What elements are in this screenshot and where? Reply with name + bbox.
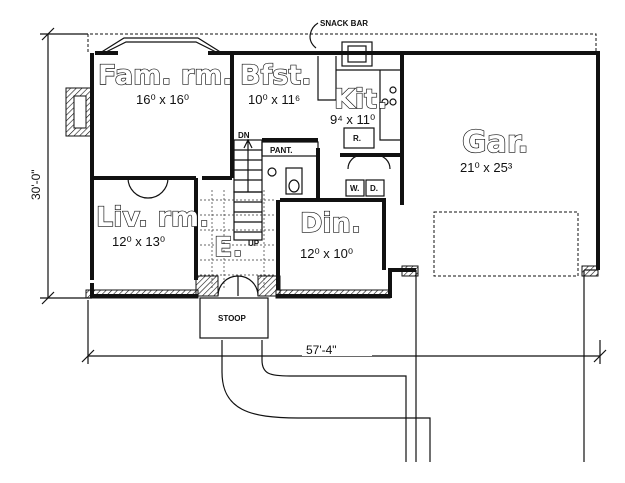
garage-door (433, 211, 579, 277)
breakfast-name: Bfst. (240, 60, 312, 91)
entry-tiles (200, 190, 276, 290)
stair-down-label: DN (238, 131, 250, 140)
walkways (221, 280, 585, 462)
room-labels: Fam. rm. 16⁰ x 16⁰ Bfst. 10⁰ x 11⁶ Kit. … (95, 59, 529, 263)
interior-walls (92, 53, 402, 290)
kitchen-size: 9⁴ x 11⁰ (330, 112, 375, 127)
living-room-size: 12⁰ x 13⁰ (112, 234, 165, 249)
garage-name: Gar. (462, 125, 529, 160)
width-label: 57'-4" (306, 343, 337, 357)
powder-room (285, 167, 303, 195)
kitchen-name: Kit. (334, 84, 387, 115)
depth-label: 30'-0" (29, 169, 43, 200)
living-room-name: Liv. rm. (96, 202, 209, 233)
width-dimension: 57'-4" (81, 300, 607, 364)
entry-name: E. (214, 232, 243, 263)
stoop-label: STOOP (218, 314, 247, 323)
roof-outline (87, 33, 597, 52)
snack-bar-label: SNACK BAR (320, 19, 368, 28)
laundry: W. D. (345, 154, 391, 197)
pantry-label: PANT. (270, 146, 293, 155)
stair-up-label: UP (248, 239, 260, 248)
refrigerator (343, 127, 375, 149)
washer-label: W. (350, 184, 359, 193)
depth-dimension: 30'-0" (29, 27, 92, 305)
kitchen-counters: R. (336, 41, 402, 149)
breakfast-size: 10⁰ x 11⁶ (248, 92, 300, 107)
snack-bar: SNACK BAR (309, 19, 368, 101)
dining-size: 12⁰ x 10⁰ (300, 246, 353, 261)
dining-name: Din. (300, 208, 361, 239)
family-room-name: Fam. rm. (98, 60, 233, 91)
pantry: PANT. (261, 141, 319, 195)
family-room-size: 16⁰ x 16⁰ (136, 92, 189, 107)
garage-size: 21⁰ x 25³ (460, 160, 513, 175)
refrigerator-label: R. (353, 134, 361, 143)
front-door (195, 275, 281, 297)
stairs: DN UP (233, 131, 263, 248)
wall-hatching (85, 265, 599, 299)
stoop: STOOP (199, 297, 269, 339)
dryer-label: D. (370, 184, 378, 193)
